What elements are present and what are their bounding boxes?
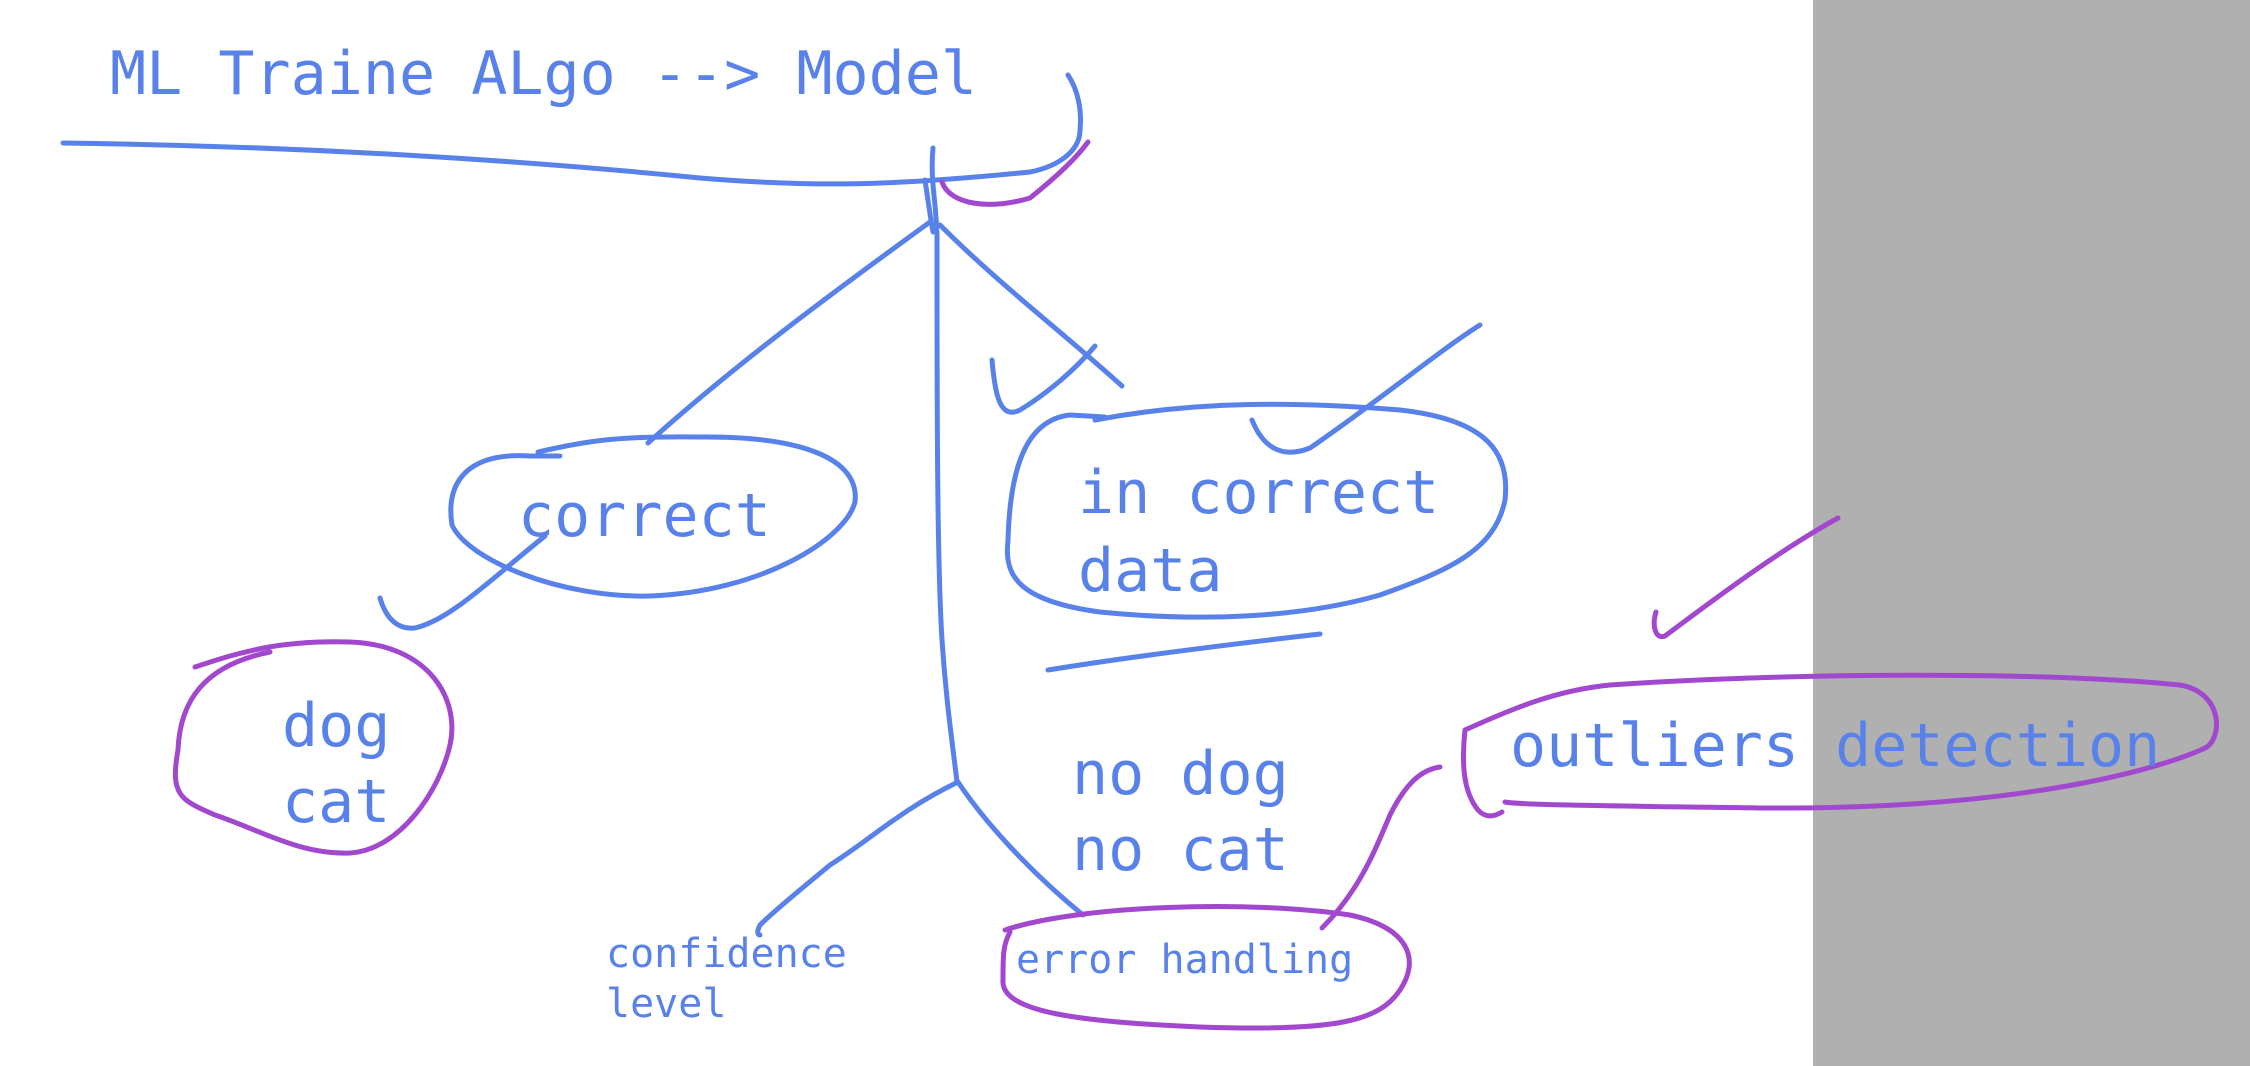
connector-correct-dogcat-stroke	[377, 533, 548, 631]
node-confidence-line1: confidence	[606, 931, 847, 977]
check-mark-stroke	[989, 343, 1098, 415]
trunk-stroke	[929, 145, 960, 785]
title-underline-stroke	[60, 72, 1083, 187]
node-dog-label: dog	[282, 691, 391, 761]
trunk-top-stroke	[922, 177, 936, 235]
branch-incorrect-stroke	[937, 222, 1125, 389]
node-no-dog-label: no dog	[1072, 739, 1289, 809]
loop-correct-stroke	[448, 434, 858, 599]
side-panel-rect	[1813, 0, 2250, 1066]
node-correct-label: correct	[518, 481, 771, 551]
branch-correct-stroke	[645, 219, 933, 446]
node-incorrect-line2: data	[1078, 536, 1223, 606]
loop-dogcat-stroke	[172, 639, 455, 856]
node-cat-label: cat	[282, 767, 391, 837]
purple-hook-stroke	[939, 139, 1091, 207]
loop-outliers-hook-stroke	[1460, 727, 1505, 819]
branch-error-stroke	[955, 779, 1086, 918]
incorrect-underline-stroke	[1045, 631, 1323, 673]
connector-error-outliers-stroke	[1319, 764, 1443, 931]
loop-error-stroke	[1000, 904, 1412, 1031]
outliers-check-stroke	[1651, 515, 1841, 640]
branch-confidence-stroke	[755, 779, 961, 938]
node-confidence-line2: level	[606, 981, 727, 1027]
node-no-cat-label: no cat	[1072, 815, 1289, 885]
loop-outliers-stroke	[1462, 672, 2219, 811]
node-error-handling-label: error handling	[1016, 937, 1354, 983]
incorrect-check-stroke	[1249, 322, 1483, 455]
node-incorrect-line1: in correct	[1078, 458, 1440, 528]
node-outliers-label: outliers detection	[1510, 711, 2161, 781]
diagram-title: ML Traine ALgo --> Model	[110, 39, 977, 109]
